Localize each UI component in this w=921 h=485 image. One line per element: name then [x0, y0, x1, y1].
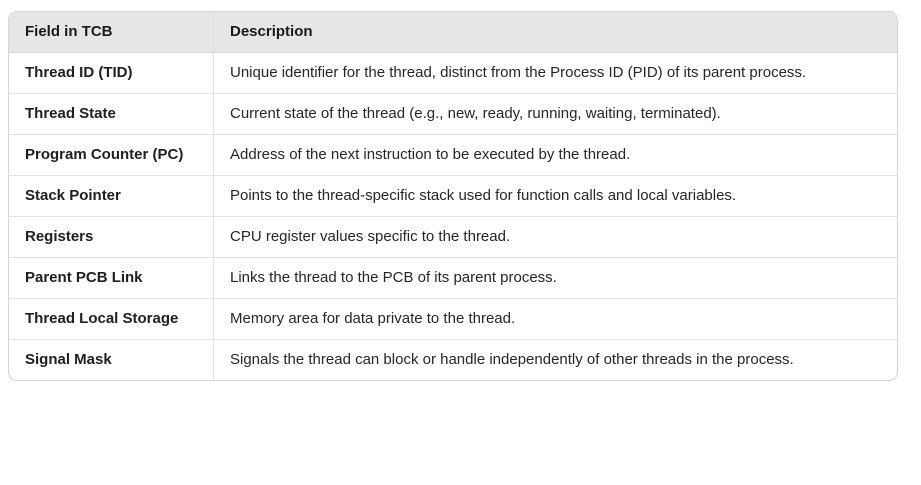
table-row: Thread State Current state of the thread…: [9, 93, 897, 134]
description-cell: Links the thread to the PCB of its paren…: [230, 269, 557, 286]
description-cell: Signals the thread can block or handle i…: [230, 351, 794, 368]
table-row: Stack Pointer Points to the thread-speci…: [9, 175, 897, 216]
field-cell: Thread Local Storage: [9, 299, 214, 339]
table-row: Thread Local Storage Memory area for dat…: [9, 298, 897, 339]
description-cell: Unique identifier for the thread, distin…: [230, 64, 807, 81]
description-cell: Memory area for data private to the thre…: [230, 310, 516, 327]
column-header-description: Description: [230, 23, 313, 40]
field-cell: Stack Pointer: [9, 176, 214, 216]
table-row: Thread ID (TID) Unique identifier for th…: [9, 53, 897, 93]
table-header-row: Field in TCB Description: [9, 12, 897, 53]
field-cell: Registers: [9, 217, 214, 257]
column-header-field: Field in TCB: [9, 12, 214, 52]
table-row: Registers CPU register values specific t…: [9, 216, 897, 257]
field-cell: Program Counter (PC): [9, 135, 214, 175]
table-row: Signal Mask Signals the thread can block…: [9, 339, 897, 380]
field-cell: Thread ID (TID): [9, 53, 214, 93]
table-row: Parent PCB Link Links the thread to the …: [9, 257, 897, 298]
description-cell: Current state of the thread (e.g., new, …: [230, 105, 721, 122]
tcb-fields-table: Field in TCB Description Thread ID (TID)…: [8, 11, 898, 381]
description-cell: Address of the next instruction to be ex…: [230, 146, 631, 163]
table-row: Program Counter (PC) Address of the next…: [9, 134, 897, 175]
field-cell: Thread State: [9, 94, 214, 134]
field-cell: Parent PCB Link: [9, 258, 214, 298]
field-cell: Signal Mask: [9, 340, 214, 380]
description-cell: CPU register values specific to the thre…: [230, 228, 511, 245]
description-cell: Points to the thread-specific stack used…: [230, 187, 737, 204]
